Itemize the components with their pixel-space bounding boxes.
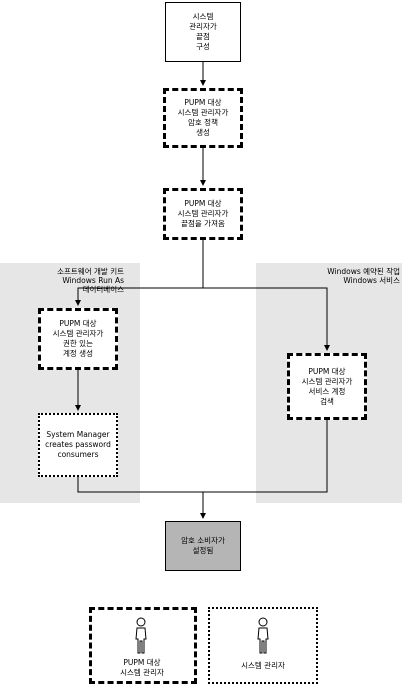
node-pupm-create-priv: PUPM 대상 시스템 관리자가 권한 있는 계정 생성 bbox=[38, 308, 118, 370]
node-admin-configures: 시스템 관리자가 끝점 구성 bbox=[165, 2, 241, 62]
node-pupm-create-policy: PUPM 대상 시스템 관리자가 암호 정책 생성 bbox=[163, 88, 243, 148]
node-consumer-set: 암호 소비자가 설정됨 bbox=[165, 521, 241, 571]
lane-windows-label: Windows 예약된 작업 Windows 서비스 bbox=[327, 267, 400, 285]
node-sm-creates-consumers: System Manager creates password consumer… bbox=[38, 413, 118, 477]
node-pupm-get-endpoints-label: PUPM 대상 시스템 관리자가 끝점을 가져옴 bbox=[177, 199, 229, 228]
person-icon bbox=[257, 617, 269, 654]
node-pupm-search-service-label: PUPM 대상 시스템 관리자가 서비스 계정 검색 bbox=[301, 366, 353, 406]
node-pupm-search-service: PUPM 대상 시스템 관리자가 서비스 계정 검색 bbox=[287, 353, 367, 420]
node-pupm-create-policy-label: PUPM 대상 시스템 관리자가 암호 정책 생성 bbox=[177, 98, 229, 137]
legend-pupm-admin-label: PUPM 대상 시스템 관리자 bbox=[120, 658, 164, 677]
legend-system-admin-label: 시스템 관리자 bbox=[241, 661, 285, 670]
lane-sdk-label: 소프트웨어 개발 키트 Windows Run As 데이터베이스 bbox=[57, 267, 124, 294]
node-consumer-set-label: 암호 소비자가 설정됨 bbox=[181, 536, 225, 555]
legend-system-admin bbox=[208, 607, 318, 684]
node-admin-configures-label: 시스템 관리자가 끝점 구성 bbox=[189, 12, 217, 51]
node-pupm-create-priv-label: PUPM 대상 시스템 관리자가 권한 있는 계정 생성 bbox=[52, 319, 104, 358]
person-icon bbox=[135, 617, 147, 654]
node-pupm-get-endpoints: PUPM 대상 시스템 관리자가 끝점을 가져옴 bbox=[163, 188, 243, 240]
node-sm-creates-consumers-label: System Manager creates password consumer… bbox=[45, 430, 111, 459]
